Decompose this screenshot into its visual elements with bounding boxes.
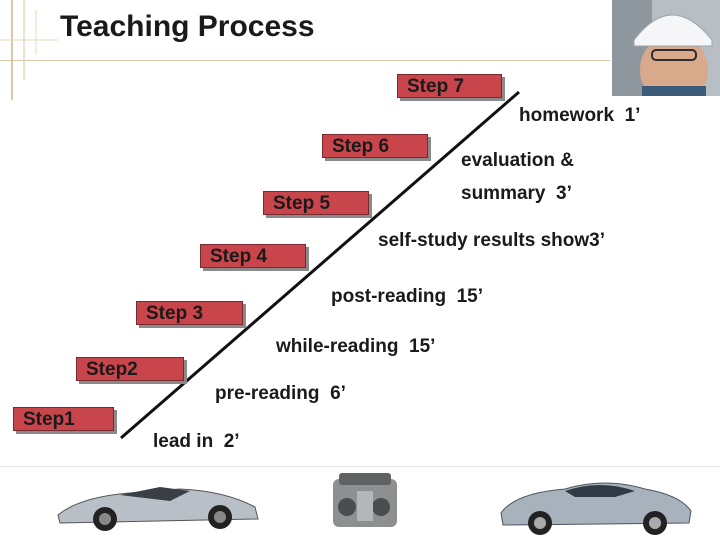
step-6-badge: Step 6 [322, 134, 428, 158]
corner-decoration [0, 0, 58, 100]
step-7-badge: Step 7 [397, 74, 502, 98]
step-1-badge: Step1 [13, 407, 114, 431]
step-4-badge: Step 4 [200, 244, 306, 268]
worker-photo [612, 0, 720, 96]
slide-title: Teaching Process [60, 10, 315, 43]
activity-label-7: homework 1’ [519, 105, 641, 126]
step-5-badge: Step 5 [263, 191, 369, 215]
sports-car-photo [57, 487, 259, 531]
title-underline [0, 60, 610, 61]
activity-label-3: while-reading 15’ [276, 336, 436, 357]
step-3-badge: Step 3 [136, 301, 243, 325]
activity-label-5: self-study results show3’ [378, 230, 606, 251]
activity-label-4: post-reading 15’ [331, 286, 484, 307]
activity-label-6: evaluation & summary 3’ [461, 150, 574, 204]
activity-label-2: pre-reading 6’ [215, 383, 346, 404]
footer-strip [0, 466, 720, 541]
classic-car-photo [500, 482, 692, 535]
engine-photo [333, 473, 397, 527]
activity-label-1: lead in 2’ [153, 431, 240, 452]
step-2-badge: Step2 [76, 357, 184, 381]
